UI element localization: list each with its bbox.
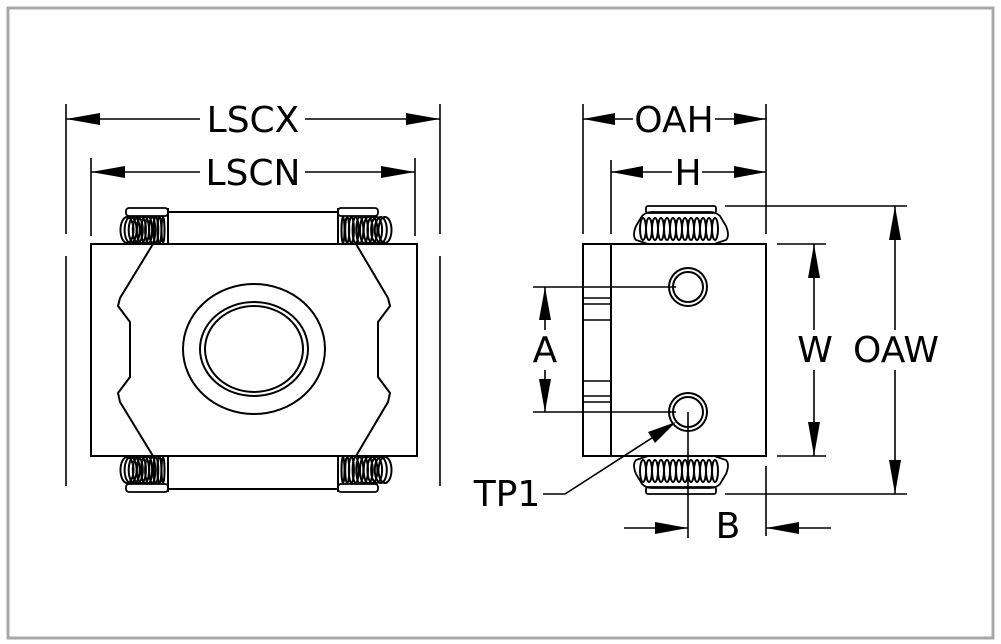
b-arrow-right (655, 522, 688, 534)
spring-coil (366, 216, 379, 244)
spring-coil (370, 456, 384, 484)
spring-coil (347, 456, 355, 484)
spring-coil (347, 216, 355, 244)
b-label: B (716, 506, 741, 547)
h-label: H (674, 153, 701, 194)
front-boss-outer (182, 283, 326, 415)
spring-coil (711, 217, 719, 241)
spring-coil (362, 456, 374, 484)
spring-coil (144, 456, 154, 484)
spring (119, 207, 169, 244)
front-right-profile (355, 243, 392, 457)
lscx-arrow-left (66, 113, 100, 125)
spring-cap (337, 207, 379, 217)
spring-cap (125, 207, 169, 217)
drawing-frame (6, 6, 995, 640)
spring-housing (633, 455, 729, 489)
oaw-arrow-up (889, 206, 901, 240)
spring-coil (160, 216, 166, 244)
h-arrow-right (734, 166, 766, 178)
spring-coil (370, 216, 384, 244)
w-arrow-up (808, 244, 820, 278)
spring-coil (160, 456, 166, 484)
spring-coil (362, 216, 374, 244)
spring-coil (373, 216, 388, 244)
front-view: LSCX LSCN (65, 100, 441, 493)
oaw-arrow-down (889, 460, 901, 494)
spring-coil (148, 216, 157, 244)
spring (633, 205, 729, 245)
spring-coil (351, 456, 360, 484)
tp1-label: TP1 (473, 474, 541, 515)
a-arrow-down (539, 379, 551, 412)
b-arrow-left (766, 522, 799, 534)
spring (337, 456, 393, 493)
h-arrow-left (611, 166, 643, 178)
spring-cap (337, 483, 379, 493)
side-springs (633, 205, 729, 495)
w-arrow-down (808, 422, 820, 456)
spring-coil (131, 456, 144, 484)
spring (633, 455, 729, 495)
spring-coil (711, 459, 719, 483)
w-label: W (797, 330, 833, 371)
spring (337, 207, 393, 244)
spring-coil (131, 216, 144, 244)
oah-arrow-right (734, 113, 766, 125)
lscn-arrow-right (381, 166, 415, 178)
front-springs (119, 207, 393, 493)
front-boss-hole (204, 305, 304, 393)
a-arrow-up (539, 287, 551, 320)
spring-coil (373, 456, 388, 484)
tp1-arrow (648, 422, 676, 443)
spring-coil (148, 456, 157, 484)
oaw-label: OAW (853, 330, 939, 371)
lscn-arrow-left (91, 166, 125, 178)
upper-hole-inner (672, 271, 704, 303)
spring-coil (127, 456, 141, 484)
spring-coil (366, 456, 379, 484)
spring-coil (127, 216, 141, 244)
front-boss-ring (199, 301, 309, 397)
spring-coil (377, 456, 393, 484)
a-label: A (533, 330, 558, 371)
front-left-profile (116, 243, 154, 457)
spring-coil (340, 456, 346, 484)
lscx-label: LSCX (207, 100, 300, 141)
spring (119, 456, 169, 493)
lscn-label: LSCN (206, 153, 301, 194)
spring-coil (377, 216, 393, 244)
side-view: OAH H A W OAW (473, 100, 939, 547)
spring-coil (144, 216, 154, 244)
tp1-leader-line (543, 435, 656, 495)
front-body-outline (90, 243, 418, 457)
side-body-outline (582, 243, 767, 457)
spring-cap (125, 483, 169, 493)
oah-arrow-left (583, 113, 615, 125)
spring-coil (340, 216, 346, 244)
oah-label: OAH (634, 100, 713, 141)
spring-housing (633, 211, 729, 245)
lscx-arrow-right (406, 113, 440, 125)
spring-coil (351, 216, 360, 244)
